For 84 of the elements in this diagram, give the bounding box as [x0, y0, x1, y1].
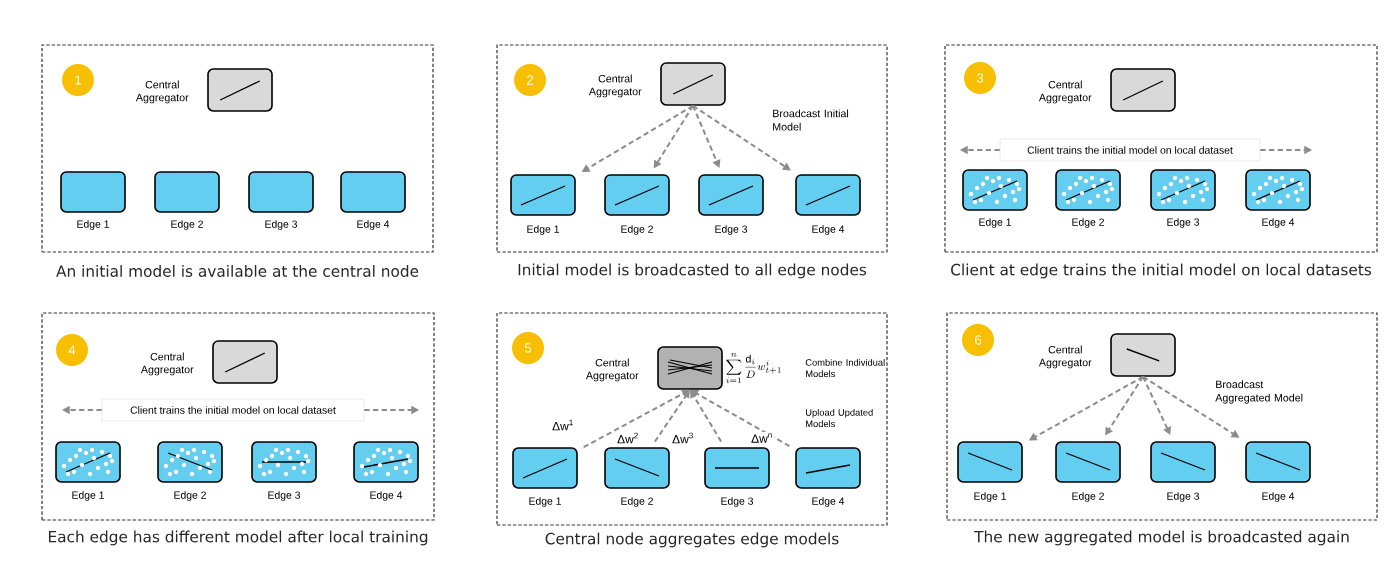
node-label: Edge 1 [72, 491, 104, 501]
edge-device-box [340, 171, 406, 213]
panel-label: The new aggregated model is broadcasted again [974, 530, 1349, 546]
node-label: Edge 3 [265, 220, 297, 230]
node-label: Edge 4 [370, 491, 403, 501]
edge-label: Δw$^{n}$ [749, 431, 775, 445]
edge-device-box [510, 174, 576, 216]
aggregator-box [657, 346, 723, 390]
edge-device-box [795, 174, 861, 216]
node-label: Central Aggregator [135, 80, 189, 104]
node-label: Edge 4 [1262, 492, 1295, 502]
edge-label: Δw$^{1}$ [550, 418, 576, 432]
node-label: Edge 4 [357, 220, 390, 230]
edge-device-box [248, 171, 314, 213]
node-label: Edge 2 [621, 497, 653, 507]
edge-device-box [604, 447, 670, 489]
annotation: Upload Updated Models [806, 408, 873, 428]
node-label: Edge 1 [527, 225, 559, 235]
arrow [690, 389, 791, 448]
node-label: Edge 1 [529, 497, 561, 507]
node-label: Edge 2 [1072, 218, 1104, 228]
panel-label: An initial model is available at the central node [56, 265, 419, 277]
arrow [1142, 375, 1171, 435]
text-box: Client trains the initial model on local dataset [999, 138, 1261, 162]
annotation: Combine Individual Models [805, 358, 885, 378]
panel-label: Initial model is broadcasted to all edge nodes [518, 263, 867, 279]
step-number: 3 [964, 62, 996, 94]
edge-device-box [795, 447, 861, 489]
step-number: 4 [56, 334, 88, 366]
panel-frame [946, 312, 1378, 521]
edge-device-box [1245, 441, 1311, 483]
node-label: Central Aggregator [1038, 80, 1092, 104]
panel-frame [944, 44, 1378, 253]
step-number: 2 [514, 64, 546, 96]
node-label: Edge 1 [979, 218, 1011, 228]
node-label: Edge 3 [721, 497, 753, 507]
node-label: Edge 1 [974, 492, 1006, 502]
aggregator-box [212, 340, 278, 384]
edge-label: Δw$^{3}$ [670, 431, 696, 445]
panel-frame [41, 312, 435, 521]
node-label: Central Aggregator [140, 352, 194, 376]
node-label: Edge 3 [268, 491, 300, 501]
edge-device-box [1150, 441, 1216, 483]
panel-frame [496, 312, 888, 526]
panel-label: Each edge has different model after local training [49, 530, 428, 546]
node-label: Edge 2 [171, 220, 203, 230]
edge-device-box [704, 447, 770, 489]
panel-frame [496, 44, 888, 253]
aggregator-box [207, 68, 273, 112]
step-number: 6 [962, 324, 994, 356]
panel-frame [41, 44, 434, 253]
text-box: Client trains the initial model on local dataset [101, 398, 365, 422]
panel-label: Central node aggregates edge models [545, 532, 839, 548]
annotation: Broadcast Aggregated Model [1215, 380, 1303, 404]
node-label: Edge 3 [1167, 492, 1200, 502]
edge-device-box [698, 174, 764, 216]
aggregator-box [1110, 333, 1176, 377]
node-label: Central Aggregator [1038, 345, 1092, 369]
node-label: Central Aggregator [588, 74, 642, 98]
annotation: Broadcast Initial Model [773, 109, 849, 131]
edge-device-box [1055, 441, 1121, 483]
panel-label: Client at edge trains the initial model on local datasets [951, 263, 1372, 279]
edge-device-box [512, 447, 578, 489]
edge-device-box [60, 171, 126, 213]
arrow [582, 389, 690, 449]
node-label: Central Aggregator [585, 358, 639, 382]
aggregator-box [660, 62, 726, 106]
aggregator-box [1110, 68, 1176, 112]
node-label: Edge 3 [1167, 218, 1200, 228]
node-label: Edge 2 [1072, 492, 1104, 502]
node-label: Edge 4 [812, 225, 845, 235]
node-label: Edge 2 [174, 491, 206, 501]
node-label: Edge 2 [621, 225, 653, 235]
edge-label: Δw$^{2}$ [615, 431, 641, 445]
step-number: 1 [62, 64, 94, 96]
node-label: Edge 4 [1262, 218, 1295, 228]
edge-device-box [154, 171, 220, 213]
arrow [692, 104, 791, 171]
node-label: Edge 1 [77, 220, 109, 230]
edge-device-box [957, 441, 1023, 483]
node-label: Edge 4 [812, 497, 845, 507]
edge-device-box [604, 174, 670, 216]
step-number: 5 [512, 332, 544, 364]
node-label: Edge 3 [715, 225, 747, 235]
